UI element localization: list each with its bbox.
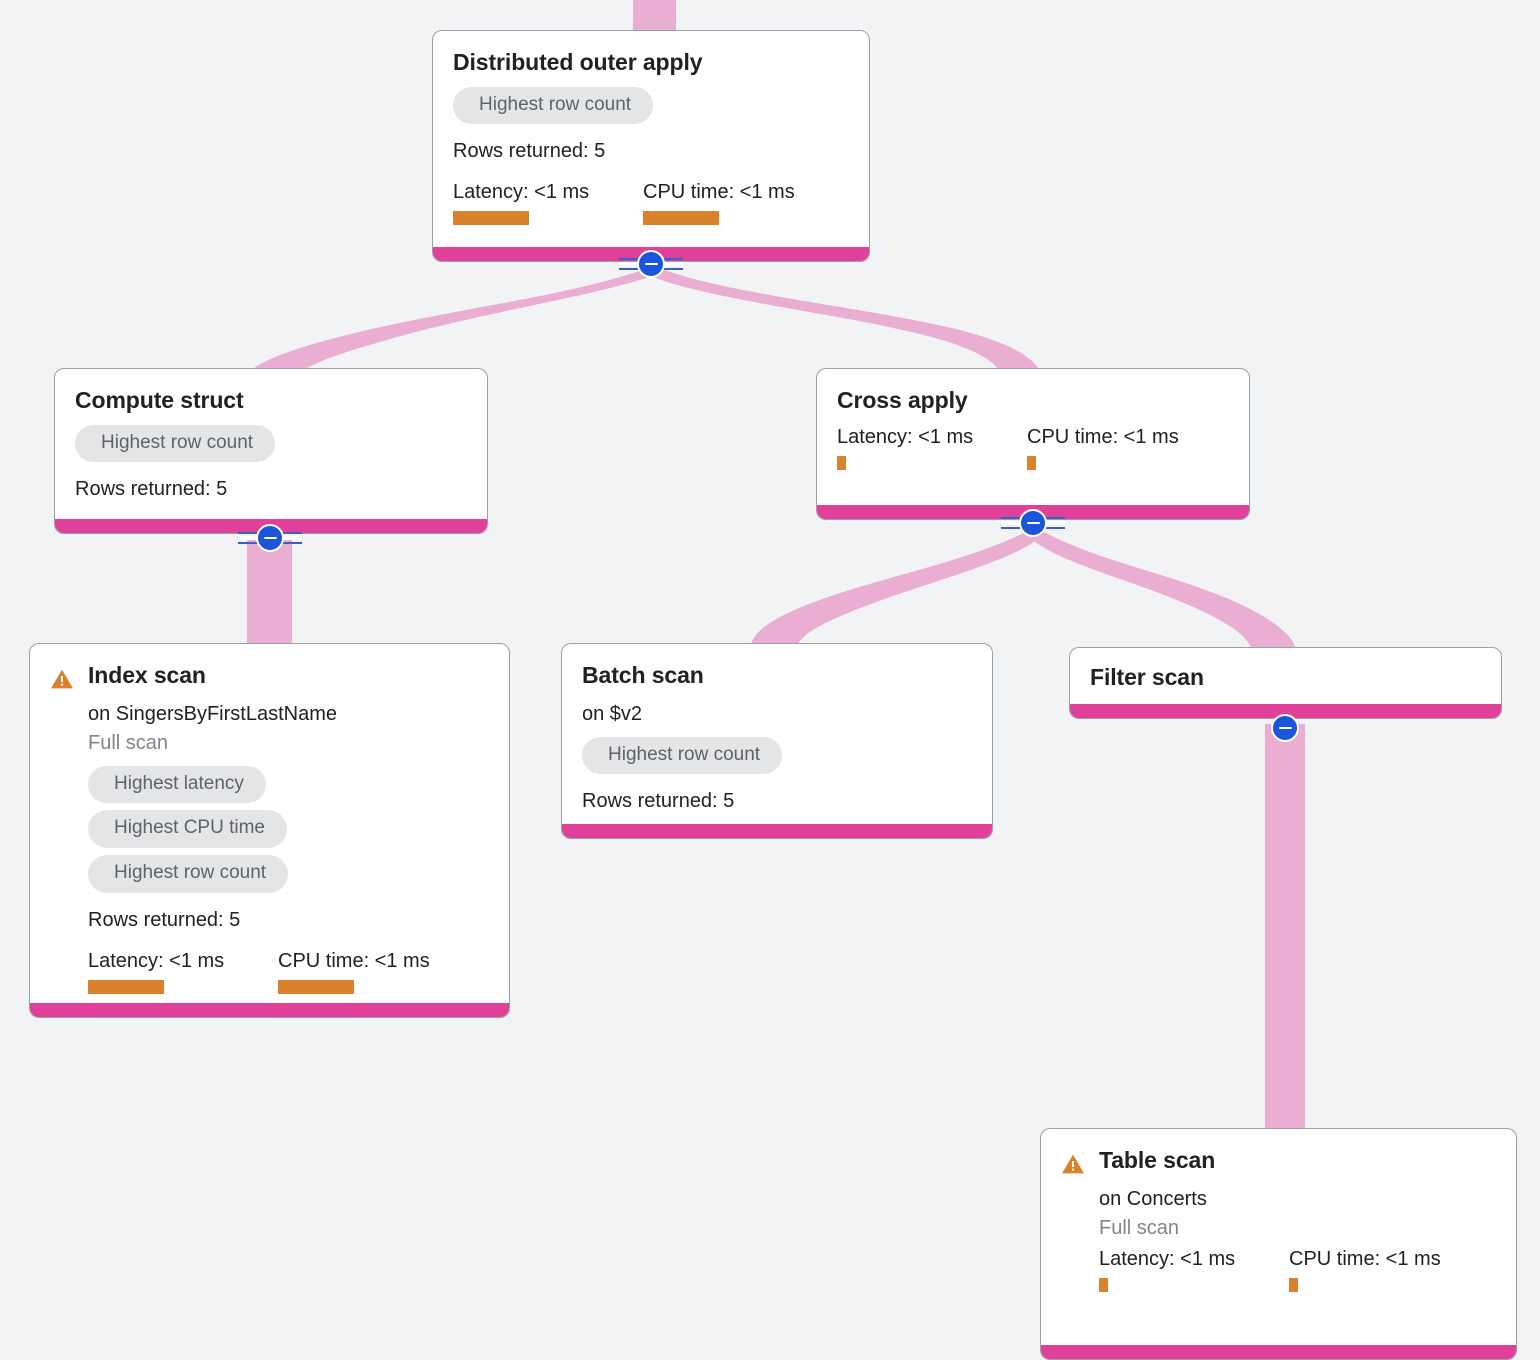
edge-root-to-cross-apply	[650, 270, 1040, 372]
node-compute-struct[interactable]: Compute struct Highest row count Rows re…	[54, 368, 488, 534]
node-title: Filter scan	[1090, 664, 1204, 690]
cpu-time-bar	[643, 211, 719, 226]
node-body: Distributed outer apply Highest row coun…	[433, 31, 869, 245]
cpu-time-label: CPU time: <1 ms	[278, 949, 430, 972]
rows-returned: Rows returned: 5	[453, 140, 606, 163]
node-header: Index scan on SingersByFirstLastName Ful…	[50, 662, 489, 994]
metric-latency: Latency: <1 ms	[453, 180, 643, 226]
rows-returned: Rows returned: 5	[582, 790, 735, 813]
node-filter-scan[interactable]: Filter scan	[1069, 647, 1502, 719]
metric-cpu-time: CPU time: <1 ms	[1289, 1247, 1479, 1292]
node-accent-bar	[562, 824, 992, 838]
node-index-scan[interactable]: Index scan on SingersByFirstLastName Ful…	[29, 643, 510, 1018]
metric-cpu-time: CPU time: <1 ms	[643, 180, 833, 226]
latency-bar	[88, 979, 164, 994]
badge-highest-row-count: Highest row count	[75, 424, 276, 463]
latency-label: Latency: <1 ms	[88, 949, 225, 972]
badge-highest-cpu-time: Highest CPU time	[88, 810, 287, 849]
warning-triangle-icon	[1062, 1154, 1084, 1174]
edge-compute-struct-to-index-scan	[247, 538, 292, 660]
node-title-column: Index scan on SingersByFirstLastName Ful…	[88, 662, 489, 994]
node-subtitle: on SingersByFirstLastName	[88, 702, 337, 725]
latency-bar	[837, 455, 846, 470]
node-badges: Highest row count	[582, 736, 972, 782]
cpu-time-bar	[1027, 455, 1036, 470]
node-accent-bar	[30, 1003, 509, 1017]
node-title: Table scan	[1099, 1147, 1216, 1173]
node-body: Index scan on SingersByFirstLastName Ful…	[30, 644, 509, 1014]
badge-highest-row-count: Highest row count	[88, 855, 289, 893]
node-title: Cross apply	[837, 387, 968, 413]
node-header: Table scan on Concerts Full scan Latency…	[1061, 1147, 1496, 1292]
node-badges: Highest row count	[75, 424, 467, 470]
node-title: Batch scan	[582, 662, 704, 688]
node-batch-scan[interactable]: Batch scan on $v2 Highest row count Rows…	[561, 643, 993, 839]
latency-label: Latency: <1 ms	[453, 181, 590, 204]
collapse-minus-icon	[637, 250, 665, 278]
collapse-minus-icon	[256, 524, 284, 552]
node-title: Compute struct	[75, 387, 244, 413]
node-metrics: Latency: <1 ms CPU time: <1 ms	[88, 949, 489, 994]
node-title-column: Distributed outer apply Highest row coun…	[453, 49, 849, 226]
node-body: Compute struct Highest row count Rows re…	[55, 369, 487, 522]
collapse-toggle-distributed-outer-apply[interactable]	[619, 249, 683, 279]
node-metrics: Latency: <1 ms CPU time: <1 ms	[837, 425, 1229, 470]
node-badges: Highest latency Highest CPU time Highest…	[88, 765, 489, 900]
node-body: Batch scan on $v2 Highest row count Rows…	[562, 644, 992, 834]
edge-filter-scan-to-table-scan	[1265, 724, 1305, 1132]
metric-latency: Latency: <1 ms	[837, 425, 1027, 470]
node-title-column: Compute struct Highest row count Rows re…	[75, 387, 467, 502]
cpu-time-label: CPU time: <1 ms	[1027, 425, 1179, 448]
node-scan-note: Full scan	[1099, 1216, 1180, 1239]
badge-highest-row-count: Highest row count	[582, 736, 783, 775]
node-distributed-outer-apply[interactable]: Distributed outer apply Highest row coun…	[432, 30, 870, 262]
metric-latency: Latency: <1 ms	[1099, 1247, 1289, 1292]
node-accent-bar	[1070, 704, 1501, 718]
node-subtitle: on Concerts	[1099, 1187, 1207, 1210]
latency-label: Latency: <1 ms	[837, 425, 974, 448]
node-accent-bar	[1041, 1345, 1516, 1359]
node-cross-apply[interactable]: Cross apply Latency: <1 ms CPU time: <1 …	[816, 368, 1250, 520]
rows-returned: Rows returned: 5	[88, 908, 241, 931]
warning-triangle-icon	[51, 669, 73, 689]
latency-bar	[1099, 1277, 1108, 1292]
node-header: Distributed outer apply Highest row coun…	[453, 49, 849, 226]
node-table-scan[interactable]: Table scan on Concerts Full scan Latency…	[1040, 1128, 1517, 1360]
node-title-column: Cross apply Latency: <1 ms CPU time: <1 …	[837, 387, 1229, 470]
collapse-toggle-filter-scan[interactable]	[1253, 713, 1317, 743]
rows-returned: Rows returned: 5	[75, 478, 228, 501]
node-title-column: Table scan on Concerts Full scan Latency…	[1099, 1147, 1496, 1292]
badge-highest-row-count: Highest row count	[453, 86, 654, 125]
edge-cross-apply-to-filter-scan	[1028, 532, 1296, 650]
node-title: Distributed outer apply	[453, 49, 703, 75]
cpu-time-bar	[1289, 1277, 1298, 1292]
node-badges: Highest row count	[453, 86, 849, 132]
node-metrics: Latency: <1 ms CPU time: <1 ms	[453, 180, 849, 226]
latency-bar	[453, 211, 529, 226]
node-scan-note: Full scan	[88, 731, 169, 754]
cpu-time-label: CPU time: <1 ms	[1289, 1247, 1441, 1270]
collapse-toggle-compute-struct[interactable]	[238, 523, 302, 553]
node-body: Table scan on Concerts Full scan Latency…	[1041, 1129, 1516, 1312]
edge-cross-apply-to-batch-scan	[750, 530, 1044, 648]
metric-cpu-time: CPU time: <1 ms	[278, 949, 468, 994]
collapse-toggle-cross-apply[interactable]	[1001, 508, 1065, 538]
node-metrics: Latency: <1 ms CPU time: <1 ms	[1099, 1247, 1496, 1292]
collapse-minus-icon	[1271, 714, 1299, 742]
node-body: Cross apply Latency: <1 ms CPU time: <1 …	[817, 369, 1249, 490]
cpu-time-label: CPU time: <1 ms	[643, 181, 795, 204]
collapse-minus-icon	[1019, 509, 1047, 537]
node-body: Filter scan	[1070, 648, 1501, 692]
latency-label: Latency: <1 ms	[1099, 1247, 1236, 1270]
metric-cpu-time: CPU time: <1 ms	[1027, 425, 1217, 470]
node-title-column: Batch scan on $v2 Highest row count Rows…	[582, 662, 972, 814]
node-subtitle: on $v2	[582, 702, 643, 725]
cpu-time-bar	[278, 979, 354, 994]
metric-latency: Latency: <1 ms	[88, 949, 278, 994]
badge-highest-latency: Highest latency	[88, 765, 266, 804]
edge-root-to-compute-struct	[244, 268, 664, 380]
node-title: Index scan	[88, 662, 206, 688]
